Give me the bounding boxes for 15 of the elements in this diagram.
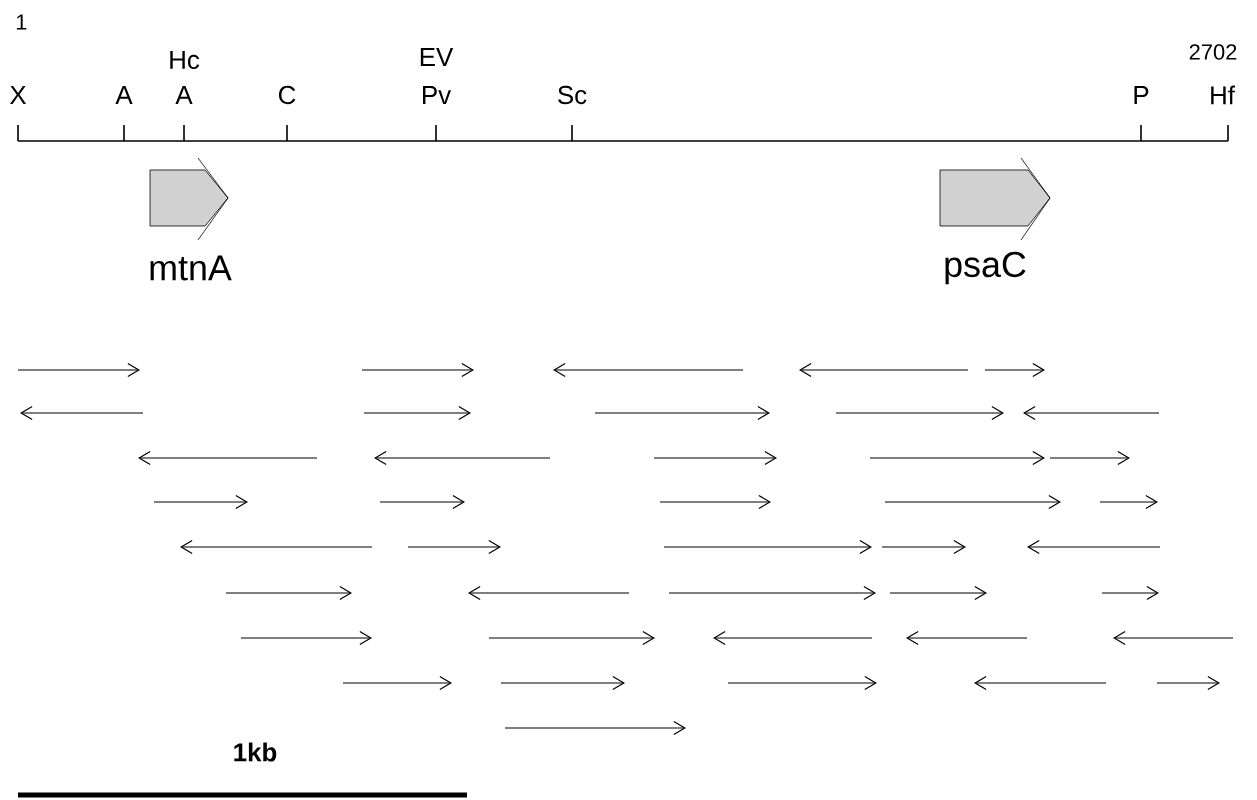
scale-label: 1kb <box>234 742 277 762</box>
site-label: Pv <box>423 86 452 104</box>
end-position: 1 <box>16 14 27 30</box>
node-label: psaC <box>945 251 1026 285</box>
node-label: mtnA <box>150 255 232 281</box>
site-label: Sc <box>558 85 587 105</box>
end-position: 2702 <box>1189 44 1237 60</box>
site-label: Hc <box>170 50 200 70</box>
site-label: C <box>278 85 296 105</box>
site-label: A <box>115 86 133 104</box>
site-label: A <box>175 86 193 104</box>
site-label: P <box>1134 86 1149 104</box>
site-label: EV <box>420 48 454 66</box>
site-label: X <box>9 86 27 104</box>
site-label: Hf <box>1211 85 1235 105</box>
